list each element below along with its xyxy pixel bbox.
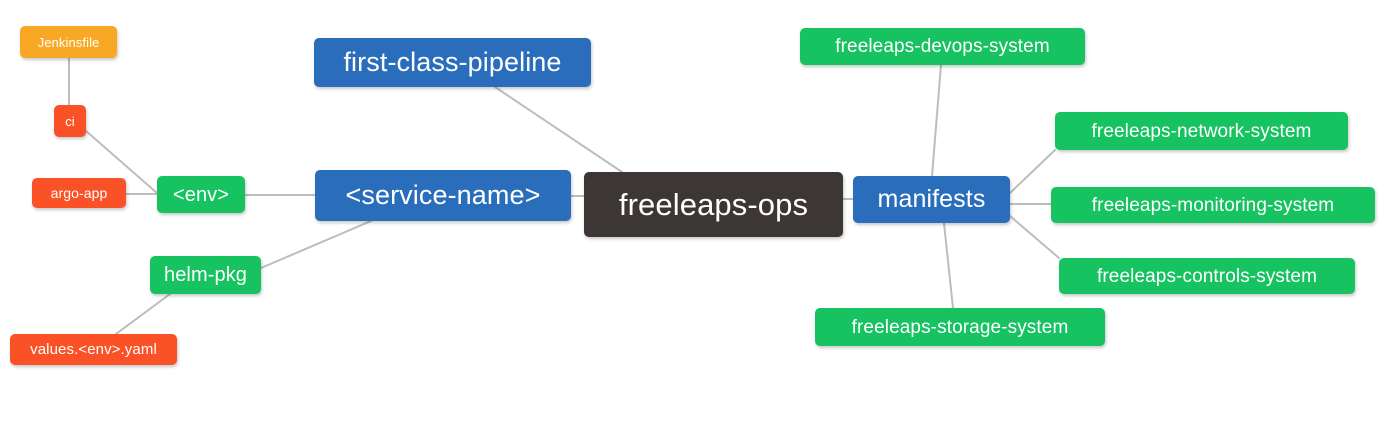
edge-manifests-controls [1009,215,1060,259]
node-helm-pkg[interactable]: helm-pkg [150,256,261,294]
node-label: freeleaps-storage-system [851,316,1069,338]
node-manifests[interactable]: manifests [853,176,1010,223]
node-first-class-pipeline[interactable]: first-class-pipeline [314,38,591,87]
edge-helm-service [260,220,372,269]
node-jenkinsfile[interactable]: Jenkinsfile [20,26,117,58]
node-label: argo-app [50,185,108,201]
node-label: freeleaps-monitoring-system [1091,194,1335,216]
edge-manifests-devops [931,64,942,177]
edge-manifests-network [1009,149,1056,194]
node-label: manifests [877,185,986,213]
node-env[interactable]: <env> [157,176,245,213]
node-ci[interactable]: ci [54,105,86,137]
node-label: freeleaps-network-system [1091,120,1312,142]
node-service-name[interactable]: <service-name> [315,170,571,221]
node-label: helm-pkg [163,264,248,286]
node-values-yaml[interactable]: values.<env>.yaml [10,334,177,365]
node-label: Jenkinsfile [37,34,100,50]
node-freeleaps-monitoring-system[interactable]: freeleaps-monitoring-system [1051,187,1375,223]
node-freeleaps-devops-system[interactable]: freeleaps-devops-system [800,28,1085,65]
node-label: freeleaps-controls-system [1096,265,1318,287]
node-argo-app[interactable]: argo-app [32,178,126,208]
node-label: <env> [172,183,230,206]
node-freeleaps-storage-system[interactable]: freeleaps-storage-system [815,308,1105,346]
node-label: <service-name> [345,180,541,210]
edge-manifests-storage [943,222,954,309]
node-label: values.<env>.yaml [30,341,157,358]
node-freeleaps-ops[interactable]: freeleaps-ops [584,172,843,237]
node-freeleaps-network-system[interactable]: freeleaps-network-system [1055,112,1348,150]
node-label: first-class-pipeline [343,47,562,77]
node-freeleaps-controls-system[interactable]: freeleaps-controls-system [1059,258,1355,294]
node-label: ci [65,113,75,129]
node-label: freeleaps-devops-system [835,36,1050,57]
edge-values-helm [115,293,171,335]
node-label: freeleaps-ops [618,187,809,222]
edge-pipeline-ops [494,86,623,173]
